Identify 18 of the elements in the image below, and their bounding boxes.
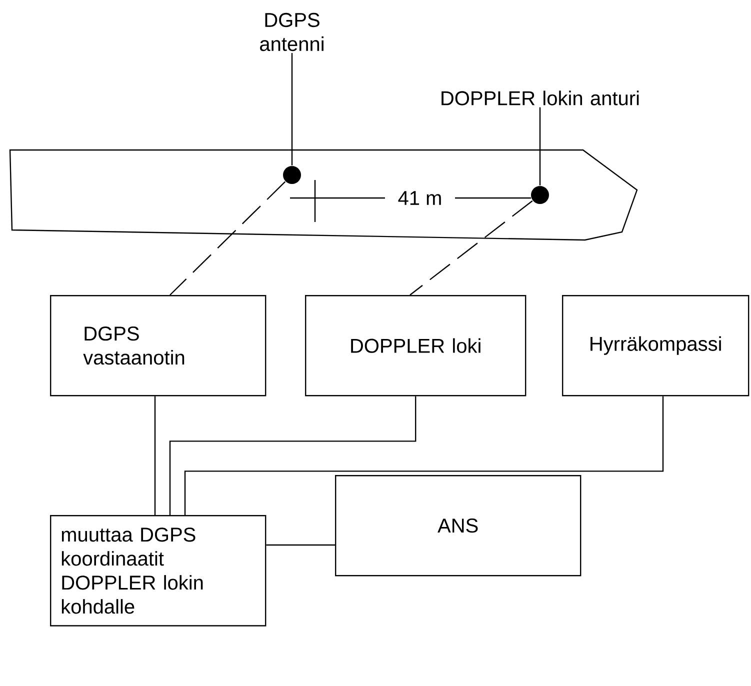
callout-text: DOPPLER lokin anturi (442, 90, 639, 106)
connector-line (266, 544, 335, 546)
callout-text: DGPS antenni (260, 12, 324, 52)
dimension-label: 41 m (398, 191, 441, 205)
leader-line (539, 107, 541, 186)
device-box: DOPPLER loki (305, 295, 526, 396)
device-box: muuttaa DGPS koordinaatit DOPPLER lokin kohdalle (50, 515, 266, 626)
connector-line (154, 396, 156, 515)
device-box: Hyrräkompassi (562, 295, 750, 396)
connector-line (169, 396, 416, 515)
dashed-line (170, 181, 286, 296)
leader-line (291, 53, 293, 166)
device-box: DGPS vastaanotin (50, 295, 266, 396)
sensor-dot (283, 166, 301, 184)
sensor-dot (531, 186, 549, 204)
dashed-line (410, 200, 533, 296)
device-box: ANS (335, 475, 582, 576)
connector-line (184, 396, 664, 515)
